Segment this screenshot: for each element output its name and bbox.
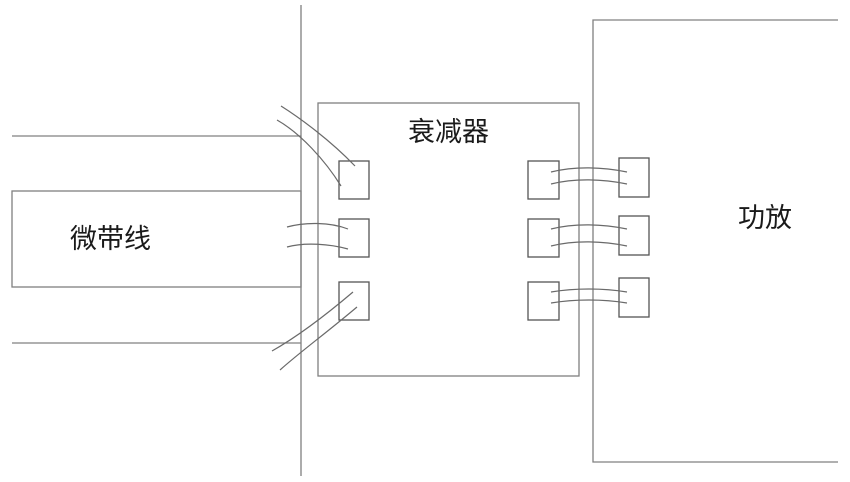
microstrip-label: 微带线 — [70, 224, 151, 255]
bond-wire-right-1a — [550, 167, 628, 173]
bond-wire-mid-left-a — [286, 222, 349, 230]
amplifier-pad-3 — [618, 277, 650, 318]
microstrip-line — [11, 190, 302, 288]
amplifier-pad-2 — [618, 215, 650, 256]
amplifier-label: 功放 — [738, 203, 792, 234]
attenuator-box — [317, 102, 580, 377]
bond-wire-lower-left-b — [279, 306, 358, 371]
attenuator-pad-right-2 — [527, 218, 560, 258]
bond-wire-right-3a — [550, 288, 628, 293]
bond-wire-mid-left-b — [286, 243, 349, 250]
bond-wire-right-1b — [550, 179, 628, 185]
attenuator-pad-left-2 — [338, 218, 370, 258]
attenuator-pad-left-1 — [338, 160, 370, 200]
amplifier-pad-1 — [618, 157, 650, 198]
bond-wire-upper-left-a — [280, 105, 356, 167]
bond-wire-lower-left-a — [271, 291, 354, 352]
attenuator-label: 衰减器 — [408, 117, 489, 148]
bond-wire-right-2b — [550, 241, 628, 247]
attenuator-pad-right-1 — [527, 160, 560, 200]
attenuator-pad-right-3 — [527, 281, 560, 321]
attenuator-pad-left-3 — [338, 281, 370, 321]
bond-wire-right-2a — [550, 224, 628, 230]
bond-wire-right-3b — [550, 299, 628, 304]
amplifier-box — [592, 19, 838, 463]
bond-wire-upper-left-b — [276, 119, 342, 187]
